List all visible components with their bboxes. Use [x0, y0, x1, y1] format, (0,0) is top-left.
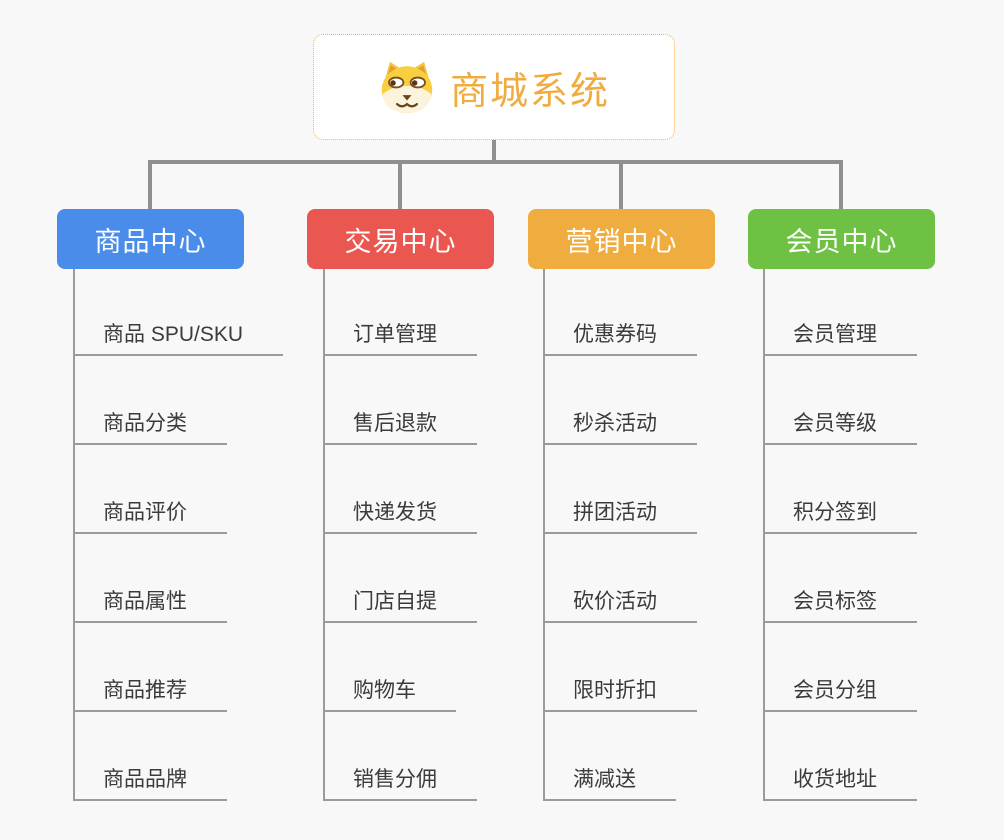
- leaf-node[interactable]: 砍价活动: [543, 567, 697, 623]
- leaf-node[interactable]: 售后退款: [323, 389, 477, 445]
- connector-drop-member: [839, 160, 843, 210]
- branch-label: 营销中心: [565, 226, 678, 257]
- root-node[interactable]: 商城系统: [313, 34, 675, 140]
- branch-node-product[interactable]: 商品中心: [57, 209, 244, 269]
- branch-label: 商品中心: [94, 226, 207, 257]
- leaf-node[interactable]: 商品评价: [73, 478, 227, 534]
- leaf-node[interactable]: 拼团活动: [543, 478, 697, 534]
- leaf-node[interactable]: 限时折扣: [543, 656, 697, 712]
- branch-node-member[interactable]: 会员中心: [748, 209, 935, 269]
- leaf-node[interactable]: 积分签到: [763, 478, 917, 534]
- connector-drop-trade: [398, 160, 402, 210]
- leaf-node[interactable]: 购物车: [323, 656, 456, 712]
- spine-marketing: [543, 269, 545, 801]
- root-title: 商城系统: [449, 70, 610, 113]
- branch-node-marketing[interactable]: 营销中心: [528, 209, 715, 269]
- spine-member: [763, 269, 765, 801]
- leaf-node[interactable]: 满减送: [543, 745, 676, 801]
- leaf-node[interactable]: 会员等级: [763, 389, 917, 445]
- leaf-node[interactable]: 会员标签: [763, 567, 917, 623]
- connector-bus: [148, 160, 843, 164]
- connector-root-drop: [492, 140, 496, 162]
- leaf-node[interactable]: 快递发货: [323, 478, 477, 534]
- leaf-node[interactable]: 秒杀活动: [543, 389, 697, 445]
- leaf-node[interactable]: 订单管理: [323, 300, 477, 356]
- leaf-node[interactable]: 商品分类: [73, 389, 227, 445]
- leaf-node[interactable]: 会员分组: [763, 656, 917, 712]
- connector-drop-marketing: [619, 160, 623, 210]
- branch-node-trade[interactable]: 交易中心: [307, 209, 494, 269]
- spine-trade: [323, 269, 325, 801]
- leaf-node[interactable]: 商品推荐: [73, 656, 227, 712]
- leaf-node[interactable]: 销售分佣: [323, 745, 477, 801]
- branch-label: 会员中心: [785, 226, 898, 257]
- branch-label: 交易中心: [344, 226, 457, 257]
- leaf-node[interactable]: 商品 SPU/SKU: [73, 300, 284, 356]
- leaf-node[interactable]: 商品属性: [73, 567, 227, 623]
- spine-product: [73, 269, 75, 801]
- leaf-node[interactable]: 商品品牌: [73, 745, 227, 801]
- leaf-node[interactable]: 门店自提: [323, 567, 477, 623]
- leaf-node[interactable]: 会员管理: [763, 300, 917, 356]
- leaf-node[interactable]: 收货地址: [763, 745, 917, 801]
- shiba-dog-icon: [381, 61, 433, 114]
- leaf-node[interactable]: 优惠券码: [543, 300, 697, 356]
- connector-drop-product: [148, 160, 152, 210]
